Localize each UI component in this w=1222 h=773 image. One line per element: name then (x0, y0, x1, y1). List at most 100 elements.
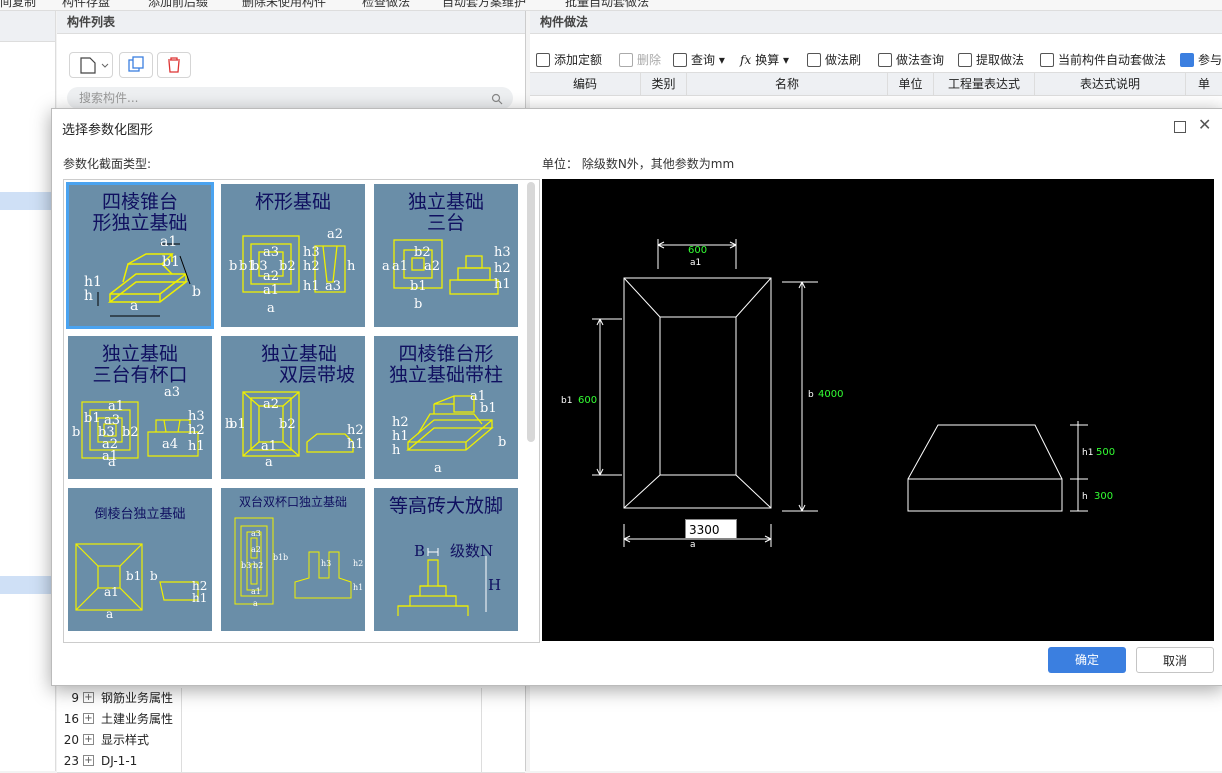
query-button[interactable]: 查询 ▾ (673, 51, 725, 69)
column-header[interactable]: 单位 (888, 73, 934, 95)
property-row[interactable]: 9 + 钢筋业务属性 (57, 688, 525, 710)
select-parametric-shape-dialog: 选择参数化图形 ✕ 参数化截面类型: 单位： 除级数N外，其他参数为mm (51, 108, 1222, 686)
new-component-button[interactable] (69, 52, 113, 78)
svg-text:b: b (808, 390, 814, 400)
add-icon (536, 53, 550, 67)
delete-component-button[interactable] (157, 52, 191, 78)
auto-apply-icon (1040, 53, 1054, 67)
shape-cell-frustum-isolated-footing[interactable]: 四棱锥台形独立基础 a1 b1 h1 h b a (66, 182, 214, 329)
component-method-title: 构件做法 (530, 11, 1222, 34)
property-row[interactable]: 20 + 显示样式 (57, 730, 525, 752)
toolbar-item[interactable]: 构件存盘 (62, 0, 111, 9)
copy-icon (128, 56, 144, 72)
shape-cell-double-cup-footing[interactable]: 双台双杯口独立基础 a3 a2 b3 b2 a1 a b1 b h3 h2 h1 (221, 488, 365, 631)
expand-icon[interactable]: + (83, 713, 94, 724)
new-file-icon (80, 57, 109, 74)
shape-preview-canvas: a1 b1 b a h1 h 600 600 4000 500 300 (542, 179, 1214, 641)
cup-footing-drawing (242, 235, 346, 293)
shape-title: 独立基础双层带坡 (261, 343, 356, 386)
toolbar-item[interactable]: 删除未使用构件 (242, 0, 327, 9)
column-header[interactable]: 单 (1197, 77, 1210, 91)
property-row[interactable]: 23 + DJ-1-1 (57, 751, 525, 773)
expand-icon[interactable]: + (83, 692, 94, 703)
shape-cell-inverted-frustum-footing[interactable]: 倒棱台独立基础 b1 b a1 a h2 h1 (68, 488, 212, 631)
search-doc-icon (878, 53, 892, 67)
shape-title: 独立基础三台 (407, 191, 484, 234)
toolbar-item[interactable]: 间复制 (0, 0, 37, 9)
toolbar-item[interactable]: 添加前后缀 (148, 0, 209, 9)
shape-title: 杯形基础 (254, 191, 331, 213)
svg-text:a: a (690, 540, 696, 550)
toolbar-item[interactable]: 自动套方案维护 (442, 0, 527, 9)
trash-icon (168, 57, 180, 73)
trash-icon (619, 53, 633, 67)
dialog-title: 选择参数化图形 (62, 123, 154, 138)
left-tree-panel (0, 11, 56, 771)
maximize-icon[interactable] (1174, 121, 1186, 133)
unit-label: 单位： 除级数N外，其他参数为mm (542, 157, 735, 171)
frustum-with-column-drawing (406, 395, 494, 451)
brush-icon (807, 53, 821, 67)
method-brush-button[interactable]: 做法刷 (807, 51, 861, 69)
delete-method-button[interactable]: 删除 (619, 51, 661, 69)
participate-checkbox[interactable]: 参与 (1180, 51, 1222, 69)
svg-text:b1: b1 (561, 396, 572, 406)
auto-apply-method-button[interactable]: 当前构件自动套做法 (1040, 51, 1166, 69)
confirm-button[interactable]: 确定 (1048, 647, 1126, 673)
search-icon[interactable] (491, 93, 503, 105)
frustum-footing-drawing (97, 243, 191, 317)
column-header[interactable]: 类别 (641, 73, 687, 95)
extract-method-button[interactable]: 提取做法 (958, 51, 1024, 69)
shape-cell-three-step-footing[interactable]: 独立基础三台 b2 a2 a a1 b1 b h3 h2 h1 (374, 184, 518, 327)
component-list-title: 构件列表 (57, 11, 525, 34)
shape-grid-scrollbar[interactable] (527, 182, 535, 442)
tree-selection-highlight[interactable] (0, 192, 55, 210)
main-toolbar-strip: 间复制 构件存盘 添加前后缀 删除未使用构件 检查做法 自动套方案维护 批量自动… (0, 0, 1222, 11)
expand-icon[interactable]: + (83, 734, 94, 745)
shape-title: 倒棱台独立基础 (94, 507, 186, 522)
svg-text:500: 500 (1096, 447, 1115, 458)
search-component-input[interactable]: 搜索构件... (67, 87, 513, 109)
three-step-footing-drawing (393, 239, 499, 295)
tree-selection-highlight[interactable] (0, 576, 55, 594)
svg-text:600: 600 (578, 395, 597, 406)
shape-cell-double-slope-footing[interactable]: 独立基础双层带坡 a2 b1 b2 b a1 a h2 h1 (221, 336, 365, 479)
section-type-label: 参数化截面类型: (63, 157, 152, 171)
property-row[interactable]: 16 + 土建业务属性 (57, 709, 525, 731)
dimension-a-input[interactable]: 3300 (685, 519, 737, 539)
method-table-header: 编码 类别 名称 单位 工程量表达式 表达式说明 单 (530, 72, 1222, 96)
brick-footing-drawing (397, 548, 487, 616)
toolbar-item[interactable]: 检查做法 (362, 0, 411, 9)
shape-grid: 四棱锥台形独立基础 a1 b1 h1 h b a (63, 179, 540, 643)
fx-icon: fx (740, 53, 752, 67)
checkbox-checked-icon (1180, 53, 1194, 67)
shape-cell-cup-footing[interactable]: 杯形基础 a2 b b1 b3 b2 a3 a2 a1 a h3 h2 h1 h… (221, 184, 365, 327)
add-quota-button[interactable]: 添加定额 (536, 51, 602, 69)
copy-component-button[interactable] (119, 52, 153, 78)
shape-title: 四棱锥台形独立基础带柱 (388, 343, 503, 386)
extract-icon (958, 53, 972, 67)
cancel-button[interactable]: 取消 (1136, 647, 1214, 673)
close-icon[interactable]: ✕ (1198, 115, 1212, 134)
method-query-button[interactable]: 做法查询 (878, 51, 944, 69)
svg-text:300: 300 (1094, 491, 1113, 502)
preview-drawing: a1 b1 b a h1 h 600 600 4000 500 300 (561, 239, 1115, 550)
shape-cell-frustum-with-column[interactable]: 四棱锥台形独立基础带柱 a1 b1 h2 h1 h b a (374, 336, 518, 479)
svg-text:600: 600 (688, 245, 707, 256)
double-slope-footing-drawing (242, 391, 354, 457)
shape-cell-brick-footing[interactable]: 等高砖大放脚 B 级数N H (374, 488, 518, 631)
svg-text:4000: 4000 (818, 389, 843, 400)
column-header[interactable]: 编码 (530, 73, 641, 95)
query-icon (673, 53, 687, 67)
column-header[interactable]: 工程量表达式 (934, 73, 1035, 95)
toolbar-item[interactable]: 批量自动套做法 (565, 0, 650, 9)
column-header[interactable]: 表达式说明 (1035, 73, 1186, 95)
column-header[interactable]: 名称 (687, 73, 888, 95)
expand-icon[interactable]: + (83, 755, 94, 766)
shape-cell-three-step-cup-footing[interactable]: 独立基础三台有杯口 a1 a3 b1 a3 b3 b2 a2 a1 a b a4… (68, 336, 212, 479)
shape-title: 等高砖大放脚 (388, 495, 503, 517)
three-step-cup-footing-drawing (81, 401, 199, 459)
shape-title: 独立基础三台有杯口 (92, 343, 188, 386)
inverted-frustum-drawing (75, 543, 199, 611)
